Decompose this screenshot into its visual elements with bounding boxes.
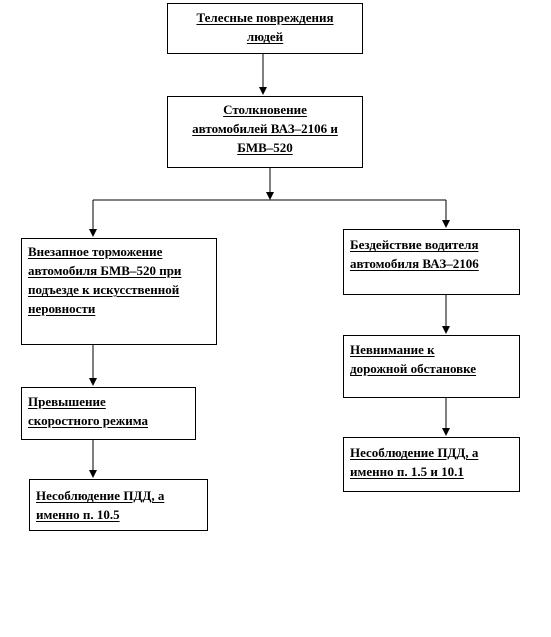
node-line: Внезапное торможение <box>28 244 163 259</box>
node-line: автомобиля ВАЗ–2106 <box>350 256 479 271</box>
node-vehicle-collision: Столкновение автомобилей ВАЗ–2106 и БМВ–… <box>167 96 363 168</box>
node-line: БМВ–520 <box>237 140 293 155</box>
node-traffic-rules-violation-left: Несоблюдение ПДД, а именно п. 10.5 <box>29 479 208 531</box>
node-line: Бездействие водителя <box>350 237 479 252</box>
node-traffic-rules-violation-right: Несоблюдение ПДД, а именно п. 1.5 и 10.1 <box>343 437 520 492</box>
node-line: автомобилей ВАЗ–2106 и <box>192 121 338 136</box>
node-bodily-injuries: Телесные повреждения людей <box>167 3 363 54</box>
node-speeding: Превышение скоростного режима <box>21 387 196 440</box>
node-sudden-braking: Внезапное торможение автомобиля БМВ–520 … <box>21 238 217 345</box>
node-line: Несоблюдение ПДД, а <box>350 445 479 460</box>
node-line: дорожной обстановке <box>350 361 477 376</box>
node-inattention: Невнимание к дорожной обстановке <box>343 335 520 398</box>
node-line: именно п. 1.5 и 10.1 <box>350 464 464 479</box>
node-line: неровности <box>28 301 96 316</box>
node-line: Несоблюдение ПДД, а <box>36 488 165 503</box>
node-line: автомобиля БМВ–520 при <box>28 263 182 278</box>
node-line: подъезде к искусственной <box>28 282 180 297</box>
node-driver-inaction: Бездействие водителя автомобиля ВАЗ–2106 <box>343 229 520 295</box>
node-line: людей <box>246 29 284 44</box>
node-line: именно п. 10.5 <box>36 507 120 522</box>
node-line: Телесные повреждения <box>196 10 334 25</box>
node-line: скоростного режима <box>28 413 148 428</box>
node-line: Столкновение <box>223 102 307 117</box>
node-line: Невнимание к <box>350 342 435 357</box>
node-line: Превышение <box>28 394 106 409</box>
